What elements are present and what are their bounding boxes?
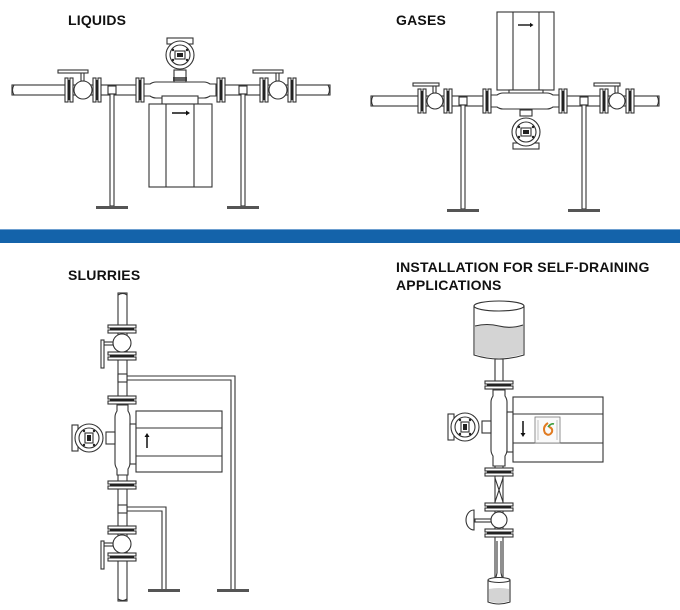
section-title-gases: GASES xyxy=(396,12,447,28)
flowmeter-body xyxy=(143,81,217,188)
diagram-liquids xyxy=(11,37,331,209)
collection-vessel xyxy=(487,576,511,605)
pipe-support-right xyxy=(568,96,600,212)
flowmeter-body xyxy=(490,389,604,467)
transmitter-head xyxy=(511,109,541,150)
diagram-gases xyxy=(370,11,660,212)
pipe-support-short xyxy=(117,504,180,592)
flowmeter-body xyxy=(114,404,223,476)
diagram-self-draining xyxy=(447,300,604,605)
pipe-support-long xyxy=(117,373,249,592)
section-divider-band xyxy=(0,229,680,243)
pipe-support-left xyxy=(447,96,479,212)
flow-arrow-down-icon xyxy=(520,421,526,437)
brand-label-plate xyxy=(534,416,561,444)
shutoff-valve-right xyxy=(252,69,297,103)
shutoff-valve-top xyxy=(100,324,137,369)
shutoff-valve-left xyxy=(412,82,453,114)
pipe-support-right xyxy=(227,85,259,209)
flow-arrow-right-icon xyxy=(518,22,534,28)
pipe-support-left xyxy=(96,85,128,209)
drain-line xyxy=(495,541,503,578)
section-title-slurries: SLURRIES xyxy=(68,267,141,283)
section-title-liquids: LIQUIDS xyxy=(68,12,127,28)
drain-valve xyxy=(465,502,514,538)
flow-arrow-up-icon xyxy=(144,433,150,448)
transmitter-head xyxy=(71,423,116,453)
transmitter-head xyxy=(165,37,195,83)
section-title-self-draining: INSTALLATION FOR SELF-DRAINING APPLICATI… xyxy=(396,259,650,293)
flowmeter-body xyxy=(490,11,560,110)
flow-arrow-right-icon xyxy=(172,110,190,116)
shutoff-valve-bottom xyxy=(100,525,137,570)
shutoff-valve-left xyxy=(57,69,102,103)
shutoff-valve-right xyxy=(593,82,635,114)
drain-constriction xyxy=(494,477,504,503)
transmitter-head xyxy=(447,412,492,442)
diagram-slurries xyxy=(71,292,249,602)
supply-tank xyxy=(473,300,525,360)
